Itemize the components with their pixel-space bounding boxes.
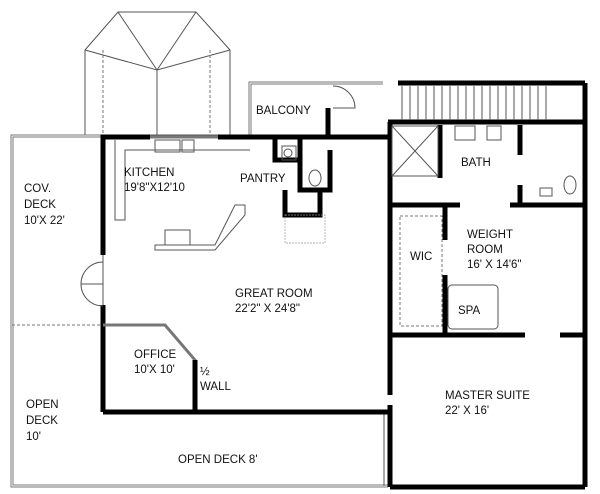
wic-label: WIC [410,251,432,263]
weight-room-label-2: ROOM [467,244,503,256]
balcony-label: BALCONY [256,105,311,117]
weight-room-size: 16' X 14'6" [467,259,522,271]
great-room-label: GREAT ROOM [235,288,313,300]
stairs [388,80,588,487]
cov-deck-size: 10'X 22' [24,215,65,227]
master-suite-size: 22' X 16' [445,405,489,417]
cov-deck-label-2: DECK [24,199,56,211]
great-room-size: 22'2" X 24'8" [235,303,300,315]
shower [391,125,439,177]
open-deck-south-label: OPEN DECK 8' [178,454,258,466]
office-label: OFFICE [134,349,176,361]
bath-label: BATH [461,157,491,169]
spa-label: SPA [458,305,480,317]
open-deck-west-size: 10' [26,431,41,443]
pantry-label: PANTRY [240,173,286,185]
balcony-outline [248,81,383,137]
cov-deck-label-1: COV. [24,183,51,195]
deck-outline [10,134,388,488]
fixtures [114,125,577,330]
master-suite-label: MASTER SUITE [445,390,530,402]
kitchen-size: 19'8"X12'10 [124,182,185,194]
bay-roof [84,11,231,136]
stair-treads [401,86,547,120]
open-deck-west-label-2: DECK [26,415,58,427]
open-deck-west-label-1: OPEN [26,399,59,411]
office-size: 10'X 10' [134,364,175,376]
half-wall-fraction: ½ [200,366,210,378]
weight-room-label-1: WEIGHT [467,229,513,241]
half-wall-label: WALL [200,381,231,393]
walls [80,122,585,490]
kitchen-label: KITCHEN [124,167,174,179]
